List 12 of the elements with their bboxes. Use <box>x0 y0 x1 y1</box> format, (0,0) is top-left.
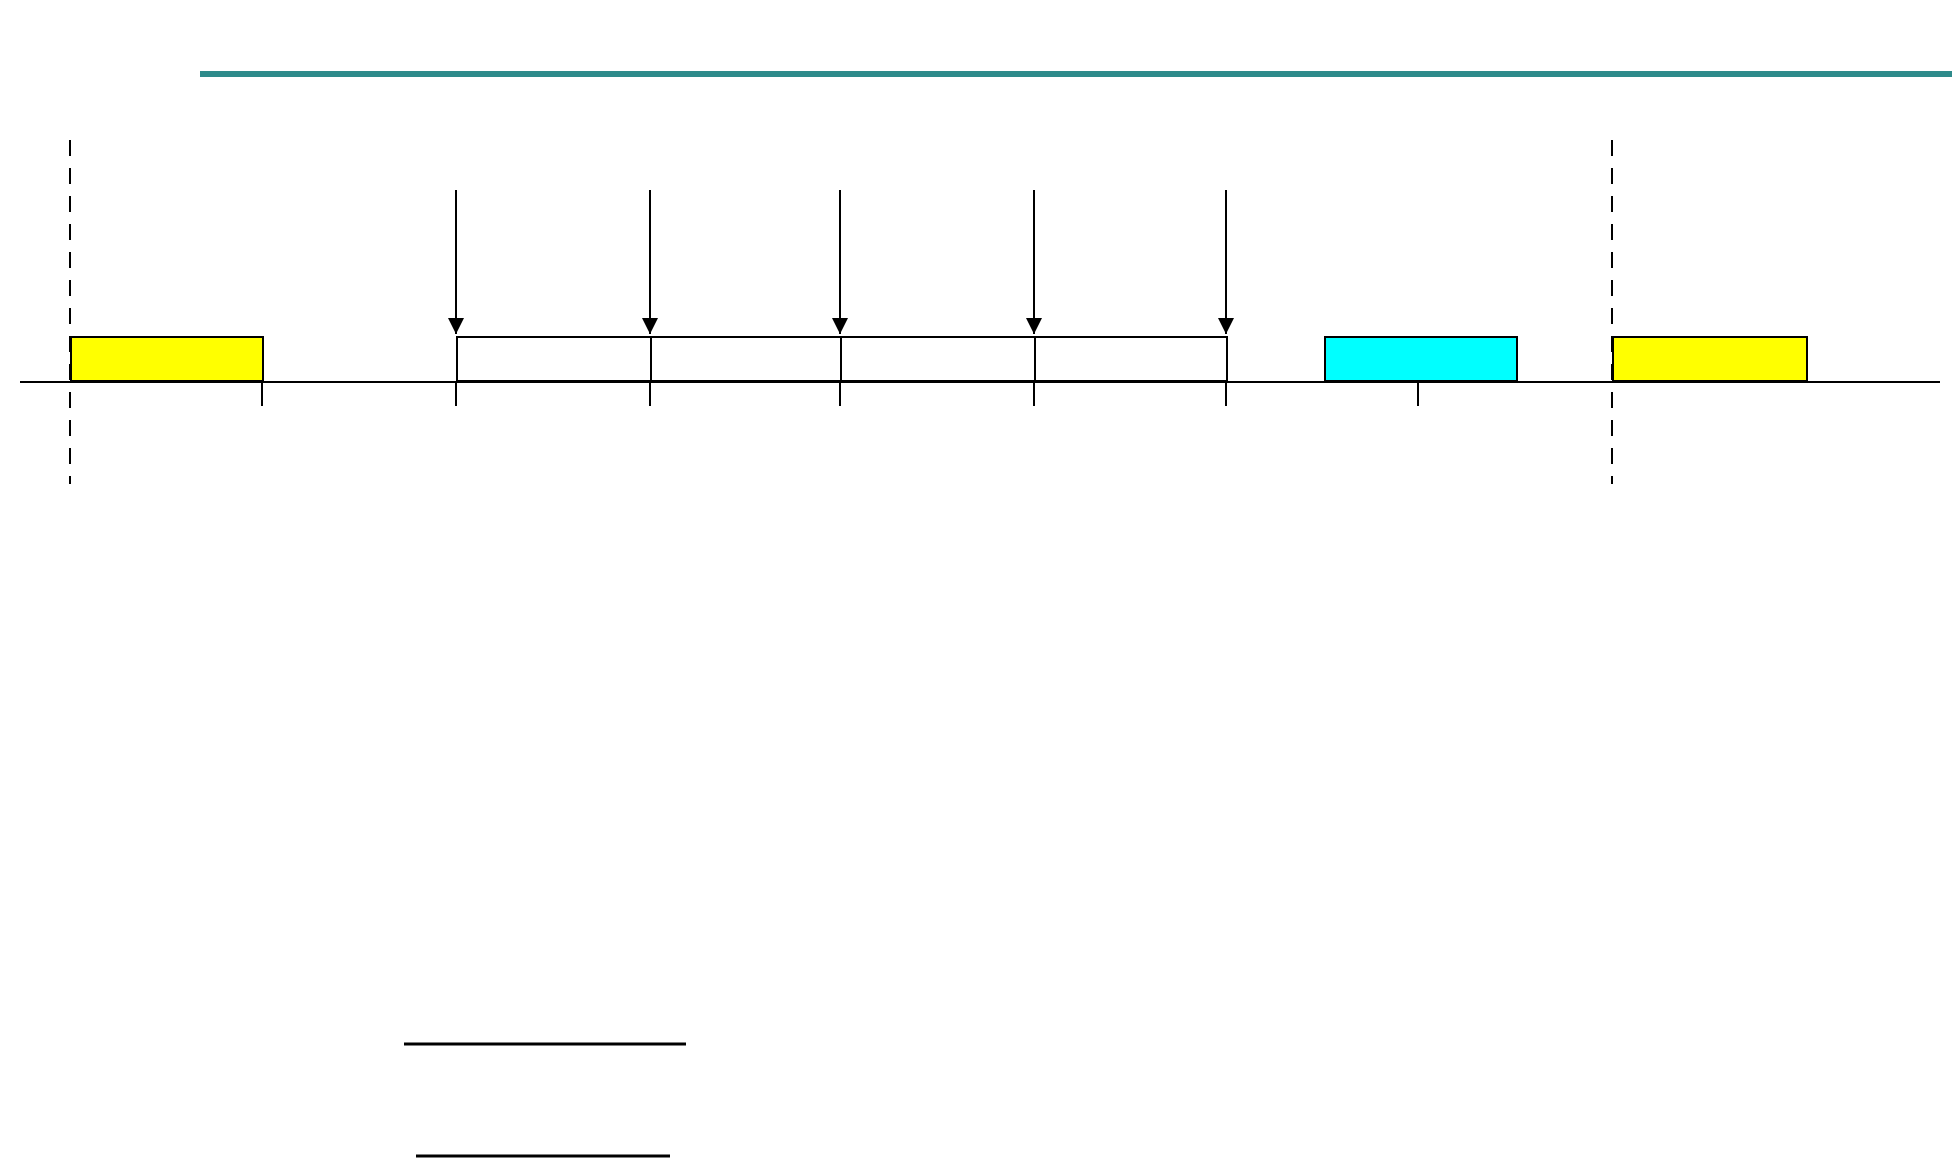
slot-box <box>70 336 264 382</box>
arrow <box>1026 189 1042 335</box>
arrow <box>1218 189 1234 335</box>
slot-box <box>1612 336 1808 382</box>
slot-box <box>1324 336 1518 382</box>
slot-box <box>1034 336 1228 382</box>
slot-box <box>650 336 842 382</box>
arrow <box>642 189 658 335</box>
arrow <box>448 189 464 335</box>
slot-box <box>456 336 652 382</box>
slot-box <box>840 336 1036 382</box>
arrow <box>832 189 848 335</box>
